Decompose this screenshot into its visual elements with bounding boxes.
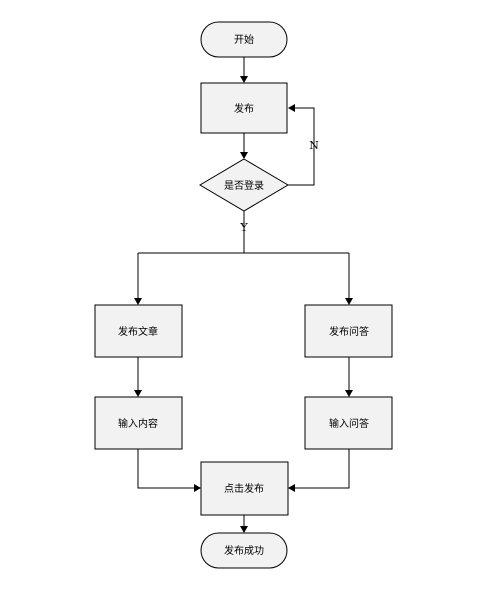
arrowhead xyxy=(134,298,142,305)
node-is-logged-in-label: 是否登录 xyxy=(224,179,264,192)
arrowhead xyxy=(240,76,248,83)
node-publish-article-label: 发布文章 xyxy=(118,325,158,338)
node-input-content-label: 输入内容 xyxy=(118,417,158,430)
node-input-qa: 输入问答 xyxy=(304,396,393,450)
node-click-publish-label: 点击发布 xyxy=(224,482,264,495)
arrowhead xyxy=(240,526,248,533)
arrowhead xyxy=(345,298,353,305)
terminator-shape xyxy=(200,21,288,58)
process-shape xyxy=(304,396,393,450)
node-click-publish: 点击发布 xyxy=(200,461,289,516)
process-shape xyxy=(94,396,183,450)
node-publish-qa-label: 发布问答 xyxy=(329,325,369,338)
arrowhead xyxy=(288,484,295,492)
process-shape xyxy=(304,304,393,358)
node-is-logged-in: 是否登录 xyxy=(199,158,289,212)
edge-label-no: N xyxy=(309,139,319,152)
node-publish-article: 发布文章 xyxy=(94,304,183,358)
node-publish-success: 发布成功 xyxy=(200,532,288,569)
node-start-label: 开始 xyxy=(234,33,254,46)
arrowhead xyxy=(240,152,248,159)
process-shape xyxy=(200,461,289,516)
arrowhead xyxy=(134,390,142,397)
edge-input-qa-to-click-publish xyxy=(295,449,350,489)
arrowhead xyxy=(345,390,353,397)
arrowhead xyxy=(288,104,295,112)
process-shape xyxy=(200,82,288,134)
edge-no-loop-to-publish xyxy=(288,107,315,186)
arrowhead xyxy=(194,484,201,492)
node-publish: 发布 xyxy=(200,82,288,134)
edge-label-yes: Y xyxy=(239,221,248,234)
node-input-content: 输入内容 xyxy=(94,396,183,450)
node-start: 开始 xyxy=(200,21,288,58)
decision-shape xyxy=(199,158,289,212)
node-publish-success-label: 发布成功 xyxy=(224,544,264,557)
terminator-shape xyxy=(200,532,288,569)
edges xyxy=(134,57,353,533)
node-input-qa-label: 输入问答 xyxy=(329,417,369,430)
node-publish-label: 发布 xyxy=(234,102,254,115)
edge-input-content-to-click-publish xyxy=(137,449,194,489)
node-publish-qa: 发布问答 xyxy=(304,304,393,358)
process-shape xyxy=(94,304,183,358)
